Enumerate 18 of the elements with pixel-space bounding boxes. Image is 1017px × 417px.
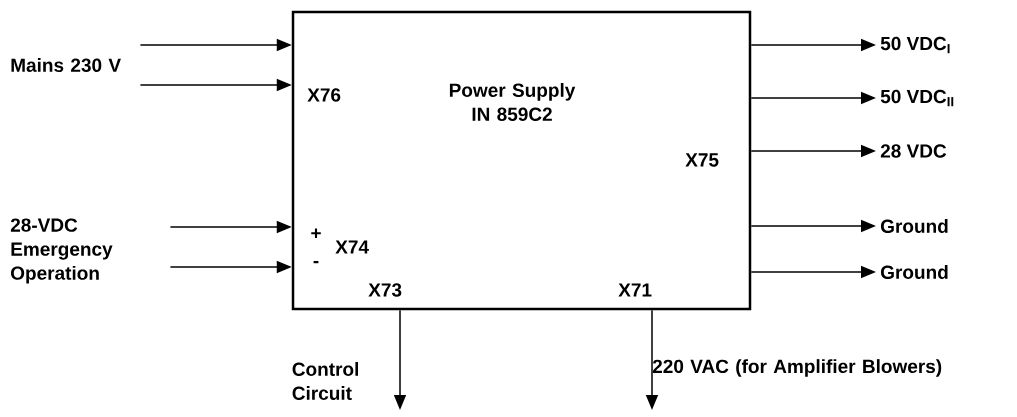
signal-label: 28-VDC Emergency Operation xyxy=(10,218,113,284)
connector-label: X76 xyxy=(307,88,341,102)
connector-label: + xyxy=(311,228,321,239)
signal-label: 220 VAC (for Amplifier Blowers) xyxy=(652,359,942,377)
signal-label: 50 VDC$_{II}$ xyxy=(880,89,954,107)
signal-label: Control Circuit xyxy=(292,362,358,400)
signal-label: Mains 230 V xyxy=(11,58,121,72)
connector-label: X74 xyxy=(335,240,369,254)
signal-label: 50 VDC$_{I}$ xyxy=(880,36,950,54)
signal-label: 28 VDC xyxy=(880,144,947,158)
box-title: Power Supply IN 859C2 xyxy=(449,83,576,121)
connector-label: X75 xyxy=(685,153,719,167)
power-supply-box xyxy=(291,10,752,311)
signal-label: Ground xyxy=(881,265,948,279)
signal-label: Ground xyxy=(881,219,948,233)
connector-label: X73 xyxy=(368,283,402,297)
connector-label: - xyxy=(313,260,319,264)
connector-label: X71 xyxy=(618,283,652,297)
